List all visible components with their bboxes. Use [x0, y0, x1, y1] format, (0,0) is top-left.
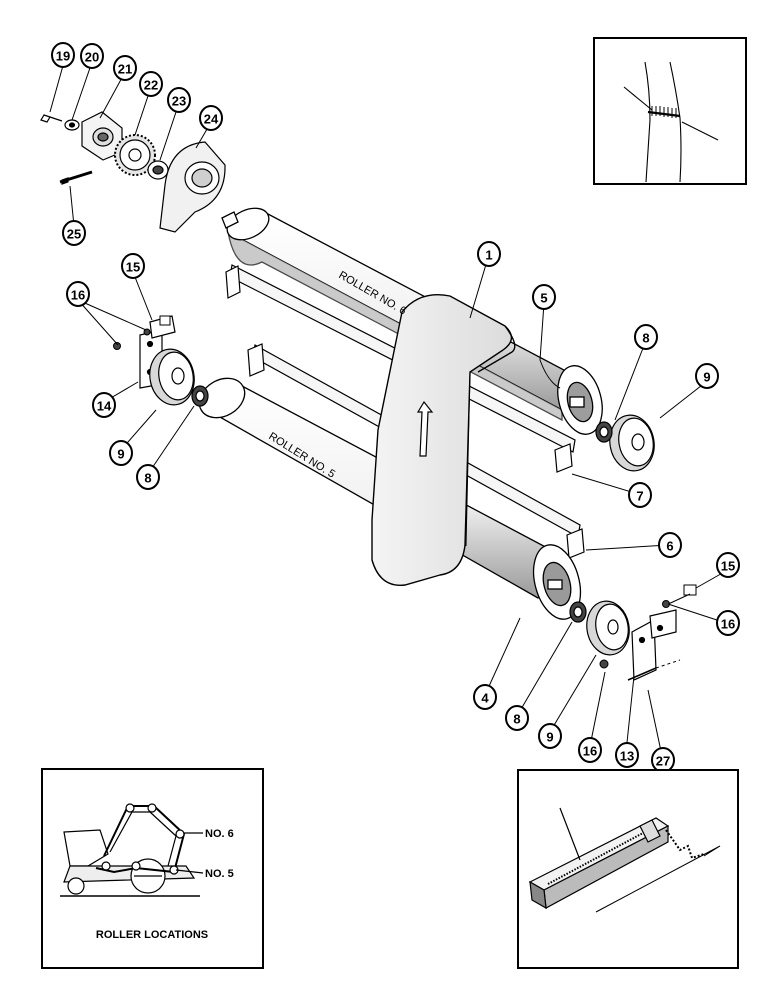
callout-16-bottom: 16 [578, 737, 602, 763]
callout-14-circle [92, 392, 116, 418]
callout-19-circle [51, 42, 75, 68]
left-housing-9 [149, 348, 195, 406]
callout-21-circle [113, 55, 137, 81]
callout-16-bottom-circle [578, 737, 602, 763]
callout-20-number: 20 [85, 50, 99, 65]
callout-9-left-circle [109, 440, 133, 466]
callout-4: 4 [473, 684, 497, 710]
callout-8-bottom-number: 8 [513, 712, 520, 727]
belt-direction-arrow-icon [416, 400, 434, 457]
callout-13-number: 13 [620, 749, 634, 764]
callout-9-bottom-number: 9 [546, 730, 553, 745]
callout-8-right-number: 8 [642, 331, 649, 346]
leader-lines [49, 61, 727, 757]
callout-15-right-circle [716, 552, 740, 578]
callout-6: 6 [658, 532, 682, 558]
callout-8-bottom: 8 [505, 705, 529, 731]
callout-27: 27 [651, 747, 675, 773]
callout-16-bottom-number: 16 [583, 744, 597, 759]
callout-9-right-number: 9 [703, 370, 710, 385]
callout-6-number: 6 [666, 539, 673, 554]
callout-9-right-circle [695, 363, 719, 389]
bottom-bearing-8 [569, 601, 587, 623]
bottom-housing-9 [586, 600, 630, 656]
callout-8-left: 8 [136, 464, 160, 490]
callout-8-left-circle [136, 464, 160, 490]
callout-5: 5 [532, 284, 556, 310]
callout-9-bottom: 9 [538, 723, 562, 749]
callout-1-circle [477, 241, 501, 267]
callout-27-number: 27 [656, 754, 670, 769]
drive-parts-group [40, 111, 226, 233]
callout-9-left: 9 [109, 440, 133, 466]
callout-16-left-number: 16 [71, 288, 85, 303]
callout-23-number: 23 [172, 94, 186, 109]
scraper-inset [517, 769, 739, 969]
callout-19-number: 19 [56, 49, 70, 64]
callout-15-left-circle [121, 253, 145, 279]
callout-22: 22 [139, 71, 163, 97]
callout-8-bottom-circle [505, 705, 529, 731]
callout-13-circle [615, 742, 639, 768]
callout-14-number: 14 [97, 399, 112, 414]
roller-locations-caption: ROLLER LOCATIONS [96, 929, 208, 941]
callout-23: 23 [167, 87, 191, 113]
callout-7: 7 [628, 482, 652, 508]
callout-15-left: 15 [121, 253, 145, 279]
callout-20-circle [80, 43, 104, 69]
callout-14: 14 [92, 392, 116, 418]
belt [371, 294, 516, 586]
right-bearing-8 [595, 421, 613, 443]
callout-9-bottom-circle [538, 723, 562, 749]
callout-5-number: 5 [540, 291, 547, 306]
callout-16-left: 16 [66, 281, 90, 307]
callout-22-circle [139, 71, 163, 97]
callout-6-circle [658, 532, 682, 558]
callout-15-right-number: 15 [721, 559, 735, 574]
callout-24-number: 24 [204, 112, 219, 127]
callout-8-right: 8 [634, 324, 658, 350]
callout-16-right-number: 16 [721, 617, 735, 632]
left-bearing-8 [191, 385, 209, 407]
callout-1-number: 1 [485, 248, 492, 263]
right-housing-9 [609, 414, 655, 472]
callout-24-circle [199, 105, 223, 131]
callout-23-circle [167, 87, 191, 113]
roller-locations-inset: NO. 6 NO. 5 ROLLER LOCATIONS [41, 768, 264, 969]
callout-13: 13 [615, 742, 639, 768]
belt-splice-inset [593, 37, 747, 185]
callout-25-number: 25 [67, 227, 81, 242]
callout-25: 25 [62, 220, 86, 246]
callout-25-circle [62, 220, 86, 246]
callout-20: 20 [80, 43, 104, 69]
callout-21-number: 21 [118, 62, 132, 77]
callout-7-number: 7 [636, 489, 643, 504]
callout-22-number: 22 [144, 78, 158, 93]
right-hardware [599, 584, 697, 681]
callout-16-left-circle [66, 281, 90, 307]
callout-9-left-number: 9 [117, 447, 124, 462]
callout-24: 24 [199, 105, 223, 131]
callout-8-left-number: 8 [144, 471, 151, 486]
callout-1: 1 [477, 241, 501, 267]
callout-16-right: 16 [716, 610, 740, 636]
left-hardware [113, 315, 171, 350]
right-bracket-13 [631, 609, 677, 681]
callout-15-right: 15 [716, 552, 740, 578]
location-no5: NO. 5 [205, 868, 234, 880]
location-no6: NO. 6 [205, 828, 234, 840]
callout-9-right: 9 [695, 363, 719, 389]
callout-15-left-number: 15 [126, 260, 140, 275]
callout-21: 21 [113, 55, 137, 81]
callout-4-circle [473, 684, 497, 710]
callout-19: 19 [51, 42, 75, 68]
callout-4-number: 4 [481, 691, 489, 706]
callout-7-circle [628, 482, 652, 508]
callout-8-right-circle [634, 324, 658, 350]
callout-16-right-circle [716, 610, 740, 636]
callout-5-circle [532, 284, 556, 310]
